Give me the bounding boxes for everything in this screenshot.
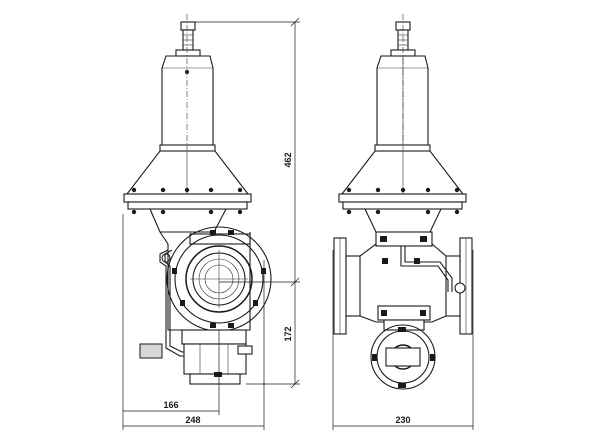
front-spring-bonnet: [159, 55, 216, 152]
dimension-labels: 462 172 166 248 230: [163, 152, 410, 425]
front-view: [123, 21, 272, 385]
front-lower-body: [139, 329, 253, 385]
front-body-flange: [159, 226, 272, 332]
dim-side-width: 230: [395, 415, 410, 425]
dim-inlet-offset: 166: [163, 400, 178, 410]
side-spring-bonnet: [374, 55, 431, 152]
dim-front-width: 248: [185, 415, 200, 425]
front-diaphragm-case: [123, 150, 252, 233]
side-diaphragm-case: [338, 150, 467, 233]
side-valve-body: [333, 231, 473, 335]
front-sensing-pipe: [159, 249, 240, 357]
dim-lower-height: 172: [283, 326, 293, 341]
dim-overall-height: 462: [283, 152, 293, 167]
side-lower-body: [370, 319, 436, 390]
front-adjusting-screw: [175, 21, 201, 57]
dimension-lines: [122, 14, 474, 430]
